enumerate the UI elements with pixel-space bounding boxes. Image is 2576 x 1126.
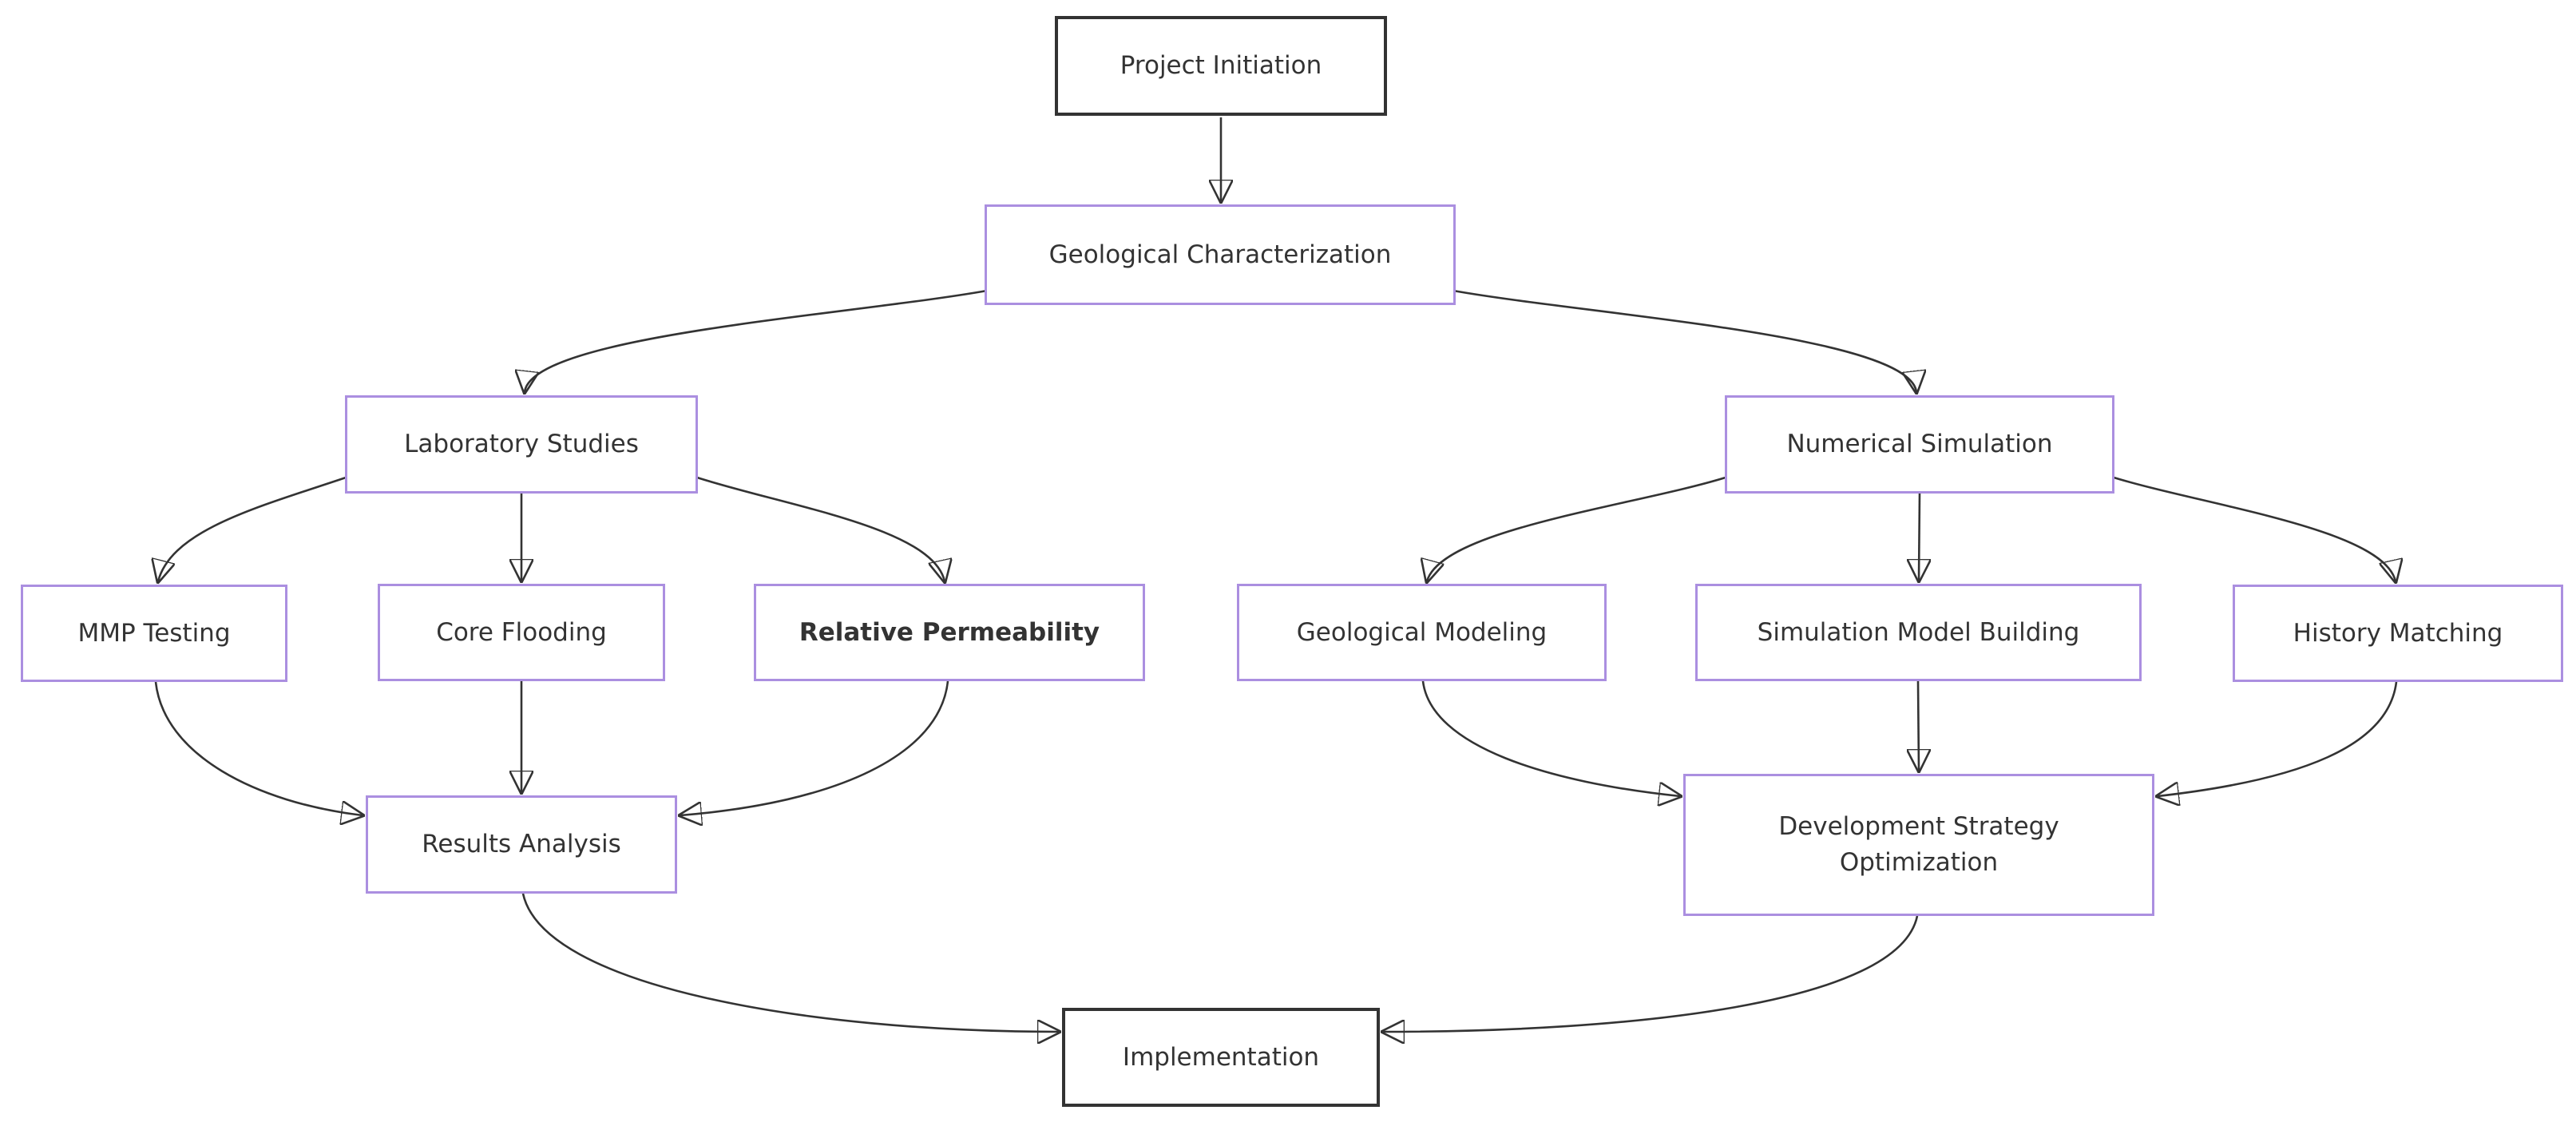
- node-label: History Matching: [2293, 618, 2503, 648]
- node-label: Laboratory Studies: [404, 430, 639, 459]
- edge-numerical-simulation-to-geological-modeling: [1427, 475, 1729, 581]
- node-results-analysis: Results Analysis: [366, 795, 677, 894]
- node-label: Relative Permeability: [799, 617, 1100, 647]
- edge-geological-characterization-to-laboratory-studies: [525, 289, 988, 392]
- node-mmp-testing: MMP Testing: [21, 585, 287, 682]
- edge-development-strategy-optimization-to-implementation: [1383, 915, 1919, 1032]
- edge-simulation-model-building-to-development-strategy-optimization: [1918, 680, 1919, 771]
- node-label: Numerical Simulation: [1786, 430, 2053, 459]
- node-label: Core Flooding: [436, 617, 607, 647]
- edge-geological-characterization-to-numerical-simulation: [1452, 289, 1916, 392]
- node-history-matching: History Matching: [2233, 585, 2563, 682]
- edge-numerical-simulation-to-simulation-model-building: [1919, 493, 1920, 581]
- node-project-initiation: Project Initiation: [1055, 16, 1387, 116]
- node-geological-characterization: Geological Characterization: [985, 204, 1456, 305]
- edge-geological-modeling-to-development-strategy-optimization: [1421, 680, 1680, 796]
- edge-results-analysis-to-implementation: [521, 893, 1059, 1032]
- node-simulation-model-building: Simulation Model Building: [1695, 584, 2142, 681]
- edge-numerical-simulation-to-history-matching: [2110, 475, 2396, 581]
- node-core-flooding: Core Flooding: [378, 584, 665, 681]
- node-geological-modeling: Geological Modeling: [1237, 584, 1607, 681]
- edge-history-matching-to-development-strategy-optimization: [2158, 681, 2398, 796]
- node-implementation: Implementation: [1062, 1008, 1380, 1107]
- edge-laboratory-studies-to-relative-permeability: [694, 475, 945, 581]
- node-label: Results Analysis: [422, 830, 621, 859]
- node-label: Geological Modeling: [1296, 617, 1548, 647]
- edge-relative-permeability-to-results-analysis: [680, 680, 949, 815]
- node-label: MMP Testing: [77, 618, 231, 648]
- edge-mmp-testing-to-results-analysis: [154, 681, 363, 815]
- node-label: Development Strategy Optimization: [1778, 812, 2059, 877]
- node-label: Implementation: [1122, 1042, 1320, 1072]
- node-label: Geological Characterization: [1048, 240, 1392, 269]
- node-relative-permeability: Relative Permeability: [754, 584, 1145, 681]
- node-laboratory-studies: Laboratory Studies: [345, 395, 698, 494]
- node-development-strategy-optimization: Development Strategy Optimization: [1683, 774, 2154, 916]
- node-label: Simulation Model Building: [1757, 617, 2080, 647]
- node-label: Project Initiation: [1120, 51, 1322, 81]
- edge-laboratory-studies-to-mmp-testing: [158, 475, 349, 581]
- node-numerical-simulation: Numerical Simulation: [1725, 395, 2114, 494]
